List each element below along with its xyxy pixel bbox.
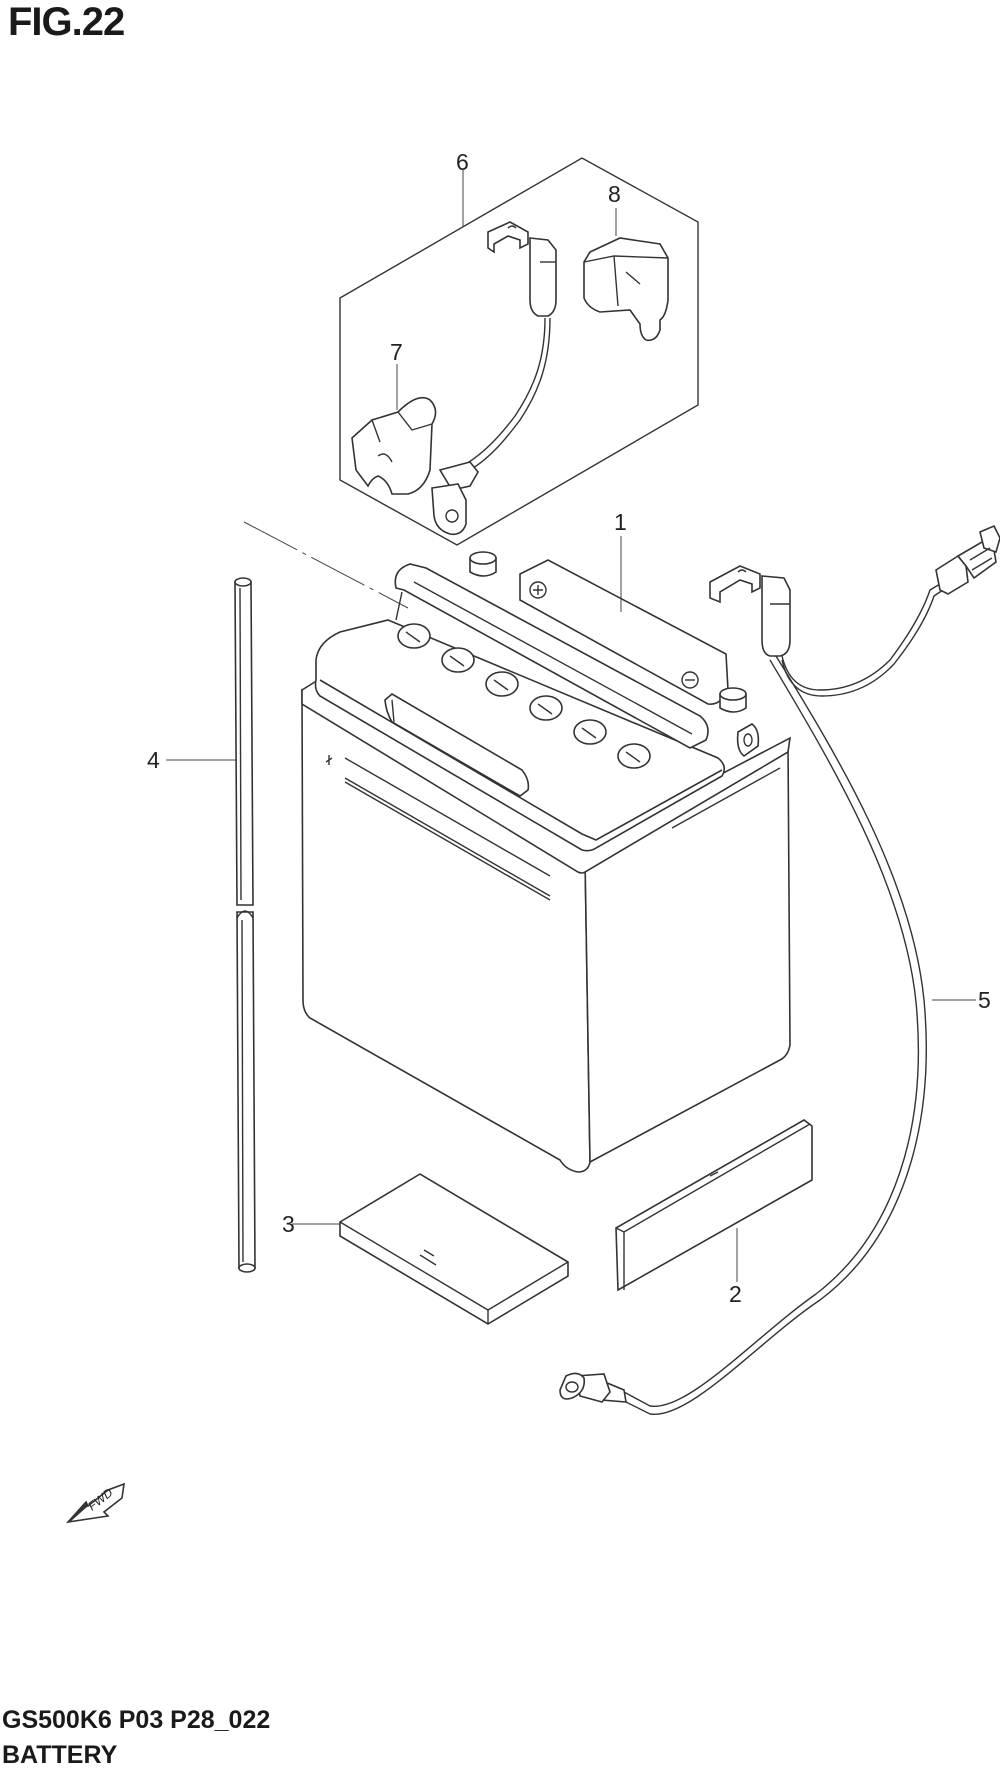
callout-6: 6	[456, 149, 469, 175]
wire-harness-part-5	[559, 524, 1000, 1415]
terminal-cover-part-8	[583, 237, 669, 342]
callout-5: 5	[978, 987, 991, 1013]
callout-8: 8	[608, 181, 621, 207]
callout-labels: 6 8 7 1 4 5 3 2	[147, 149, 991, 1307]
callout-7: 7	[390, 339, 403, 365]
model-code: GS500K6 P03 P28_022	[2, 1706, 271, 1734]
figure-title: FIG.22	[8, 0, 125, 44]
pad-part-3	[339, 1173, 569, 1325]
callout-4: 4	[147, 747, 160, 773]
breather-tube-part-4	[234, 521, 409, 1273]
section-name: BATTERY	[2, 1741, 118, 1769]
terminal-cover-part-7	[351, 396, 437, 495]
terminal-lead-part-6	[431, 221, 557, 536]
callout-leaders	[166, 170, 976, 1282]
battery-part-1	[301, 551, 792, 1173]
callout-3: 3	[282, 1211, 295, 1237]
fwd-arrow-icon: FWD	[65, 1482, 125, 1524]
terminal-set-frame	[339, 157, 699, 546]
callout-1: 1	[614, 509, 627, 535]
pad-part-2	[615, 1119, 813, 1292]
callout-2: 2	[729, 1281, 742, 1307]
